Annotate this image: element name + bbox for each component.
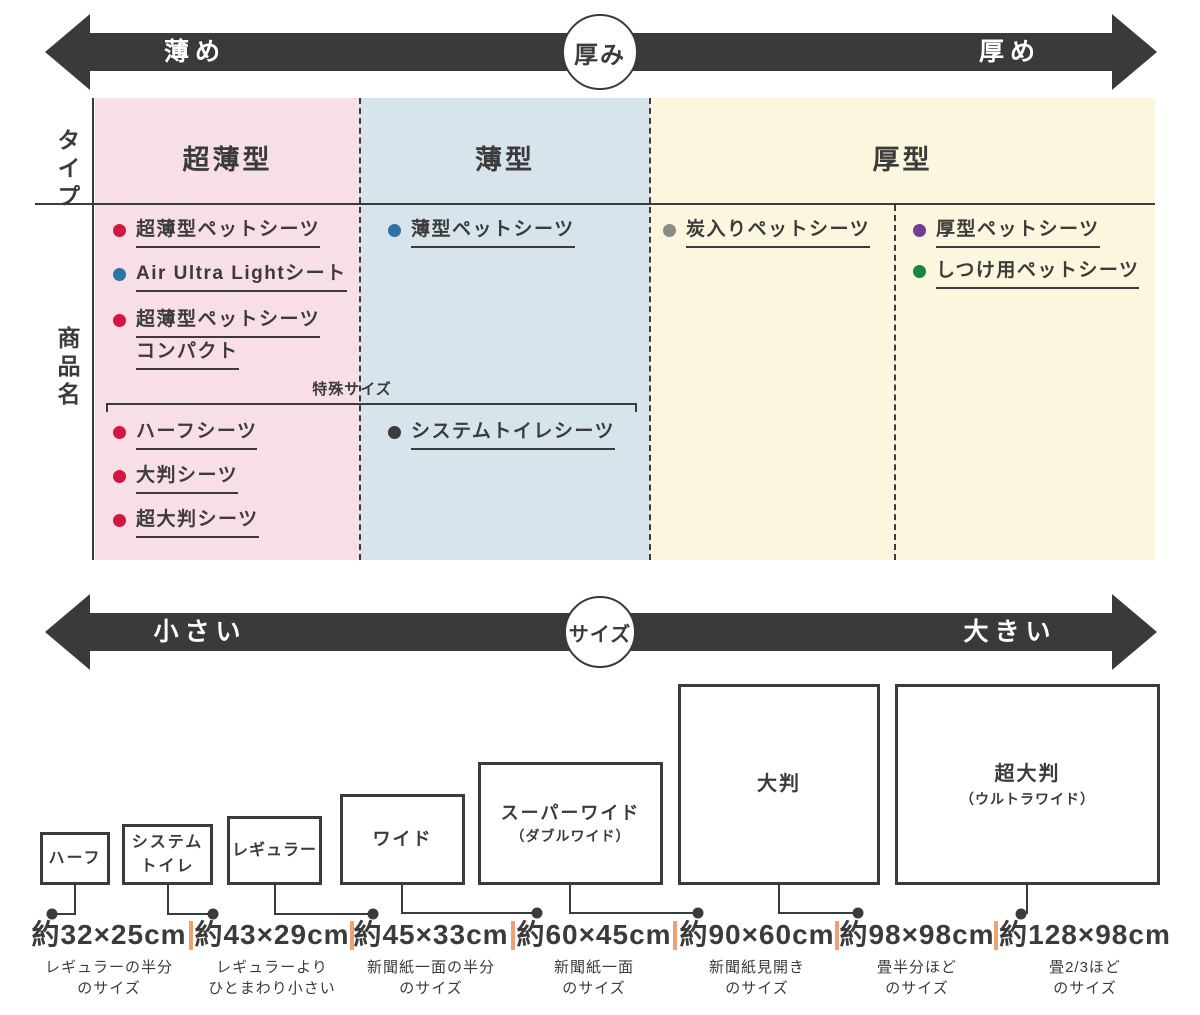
size-box-label: レギュラー bbox=[231, 841, 317, 859]
size-box-wide: ワイド bbox=[340, 794, 465, 885]
product-link-training-sheet[interactable]: しつけ用ペットシーツ bbox=[936, 260, 1140, 289]
size-description: 新聞紙一面のサイズ bbox=[553, 959, 634, 997]
bullet-dot bbox=[113, 470, 126, 483]
bullet-dot bbox=[388, 426, 401, 439]
size-box-obun: 大判 bbox=[678, 684, 880, 885]
thickness-circle: 厚み bbox=[562, 14, 638, 90]
header-thick: 厚型 bbox=[872, 145, 933, 175]
divider-thin-thick bbox=[649, 98, 651, 560]
product-item: 超薄型ペットシーツ bbox=[113, 309, 321, 338]
header-divider bbox=[35, 203, 1155, 205]
size-description: 畳2/3ほどのサイズ bbox=[1049, 959, 1121, 997]
product-link-ultrathin-compact-line2[interactable]: コンパクト bbox=[136, 341, 239, 370]
dim-label: 約98×98cm bbox=[839, 919, 995, 950]
dim-separator bbox=[673, 921, 677, 950]
size-box-super-obun: 超大判 （ウルトラワイド） bbox=[895, 684, 1160, 885]
dim-label: 約32×25cm bbox=[31, 919, 187, 950]
bullet-dot bbox=[113, 224, 126, 237]
size-box-label: 超大判 bbox=[994, 762, 1061, 785]
bullet-dot bbox=[113, 514, 126, 527]
product-item: Air Ultra Lightシート bbox=[113, 263, 347, 292]
row-label-type: タイプ bbox=[54, 128, 80, 212]
thicker-label: 厚め bbox=[978, 38, 1041, 66]
size-box-system-toilet: システム トイレ bbox=[122, 824, 213, 885]
header-ultrathin: 超薄型 bbox=[182, 145, 273, 175]
size-description: レギュラーよりひとまわり小さい bbox=[208, 959, 336, 997]
size-box-label: スーパーワイド bbox=[500, 802, 641, 823]
product-item: 炭入りペットシーツ bbox=[663, 219, 871, 248]
size-box-regular: レギュラー bbox=[227, 816, 322, 885]
dim-label: 約90×60cm bbox=[679, 919, 835, 950]
product-item: 薄型ペットシーツ bbox=[388, 219, 575, 248]
size-box-half: ハーフ bbox=[40, 832, 110, 885]
column-thin bbox=[360, 98, 650, 560]
column-thick bbox=[650, 98, 1155, 560]
dim-separator bbox=[835, 921, 839, 950]
size-description: 新聞紙一面の半分のサイズ bbox=[366, 959, 495, 997]
table-left-border bbox=[92, 98, 94, 560]
product-link-ultrathin-compact-line1[interactable]: 超薄型ペットシーツ bbox=[136, 309, 321, 338]
product-link-half-sheet[interactable]: ハーフシーツ bbox=[136, 421, 258, 450]
product-item: 超大判シーツ bbox=[113, 509, 259, 538]
product-link-charcoal-sheet[interactable]: 炭入りペットシーツ bbox=[686, 219, 871, 248]
size-box-label: システム bbox=[131, 834, 204, 852]
size-description: 新聞紙見開きのサイズ bbox=[708, 959, 805, 997]
dim-separator bbox=[994, 921, 998, 950]
product-item: 大判シーツ bbox=[113, 465, 239, 494]
product-item-line2: コンパクト bbox=[136, 341, 239, 370]
special-size-label: 特殊サイズ bbox=[312, 381, 392, 398]
dim-label: 約43×29cm bbox=[194, 919, 350, 950]
product-link-super-obun-sheet[interactable]: 超大判シーツ bbox=[136, 509, 259, 538]
header-thin: 薄型 bbox=[475, 145, 535, 175]
dim-separator bbox=[350, 921, 354, 950]
product-link-air-ultra-light[interactable]: Air Ultra Lightシート bbox=[136, 263, 347, 292]
bullet-dot bbox=[113, 426, 126, 439]
size-description: 畳半分ほどのサイズ bbox=[876, 959, 957, 997]
dim-label: 約60×45cm bbox=[516, 919, 672, 950]
size-box-label-line2: トイレ bbox=[140, 857, 195, 875]
dim-separator bbox=[511, 921, 515, 950]
product-link-ultrathin-sheet[interactable]: 超薄型ペットシーツ bbox=[136, 219, 321, 248]
bullet-dot bbox=[113, 268, 126, 281]
bullet-dot bbox=[113, 314, 126, 327]
product-item: 厚型ペットシーツ bbox=[913, 219, 1100, 248]
product-link-thin-sheet[interactable]: 薄型ペットシーツ bbox=[411, 219, 575, 248]
bullet-dot bbox=[388, 224, 401, 237]
row-label-product: 商品名 bbox=[54, 326, 80, 410]
product-item: 超薄型ペットシーツ bbox=[113, 219, 321, 248]
size-connectors bbox=[52, 885, 1028, 915]
size-box-sublabel: （ウルトラワイド） bbox=[960, 790, 1095, 807]
bullet-dot bbox=[913, 224, 926, 237]
size-box-sublabel: （ダブルワイド） bbox=[510, 828, 631, 845]
product-item: ハーフシーツ bbox=[113, 421, 258, 450]
dim-label: 約45×33cm bbox=[353, 919, 509, 950]
bullet-dot bbox=[663, 224, 676, 237]
dim-separator bbox=[189, 921, 193, 950]
thinner-label: 薄め bbox=[163, 38, 226, 66]
special-size-bracket bbox=[106, 403, 637, 412]
product-item: システムトイレシーツ bbox=[388, 421, 616, 450]
size-box-label: ハーフ bbox=[48, 849, 102, 867]
product-item: しつけ用ペットシーツ bbox=[913, 260, 1140, 289]
size-circle: サイズ bbox=[564, 596, 636, 668]
product-link-system-toilet-sheet[interactable]: システムトイレシーツ bbox=[411, 421, 616, 450]
column-ultrathin bbox=[95, 98, 360, 560]
product-link-obun-sheet[interactable]: 大判シーツ bbox=[136, 465, 239, 494]
size-box-super-wide: スーパーワイド （ダブルワイド） bbox=[478, 762, 663, 885]
divider-thick-inner bbox=[894, 205, 896, 560]
divider-ultrathin-thin bbox=[359, 98, 361, 560]
larger-label: 大きい bbox=[963, 618, 1057, 646]
size-description: レギュラーの半分のサイズ bbox=[44, 959, 173, 997]
size-box-label: 大判 bbox=[757, 773, 801, 795]
smaller-label: 小さい bbox=[153, 618, 247, 646]
size-box-label: ワイド bbox=[372, 829, 433, 850]
product-link-thick-sheet[interactable]: 厚型ペットシーツ bbox=[936, 219, 1100, 248]
dim-label: 約128×98cm bbox=[999, 919, 1171, 950]
bullet-dot bbox=[913, 265, 926, 278]
